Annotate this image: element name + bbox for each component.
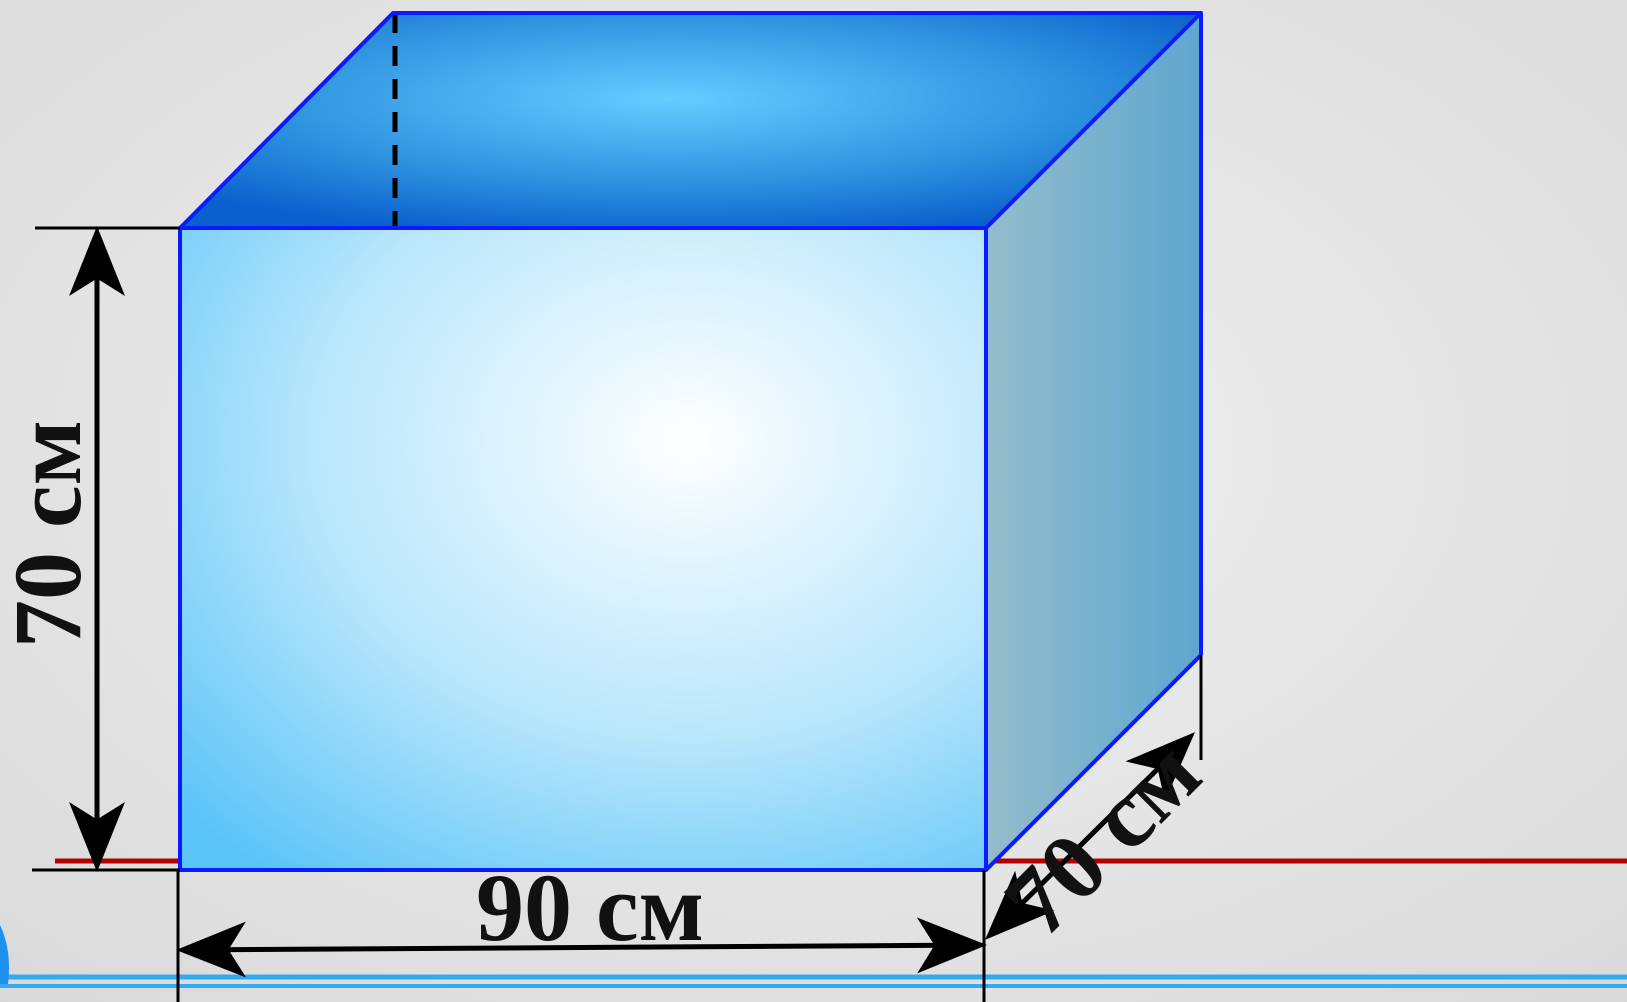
width-dimension-line — [176, 917, 987, 978]
box-top-face — [180, 13, 1201, 228]
depth-dimension-line — [985, 732, 1195, 940]
box-side-face — [986, 13, 1201, 870]
height-label: 70 см — [0, 420, 101, 648]
box-front-face — [180, 228, 986, 870]
water-drop-icon — [0, 925, 9, 984]
box-edges — [178, 11, 1203, 872]
width-label: 90 см — [476, 854, 704, 961]
